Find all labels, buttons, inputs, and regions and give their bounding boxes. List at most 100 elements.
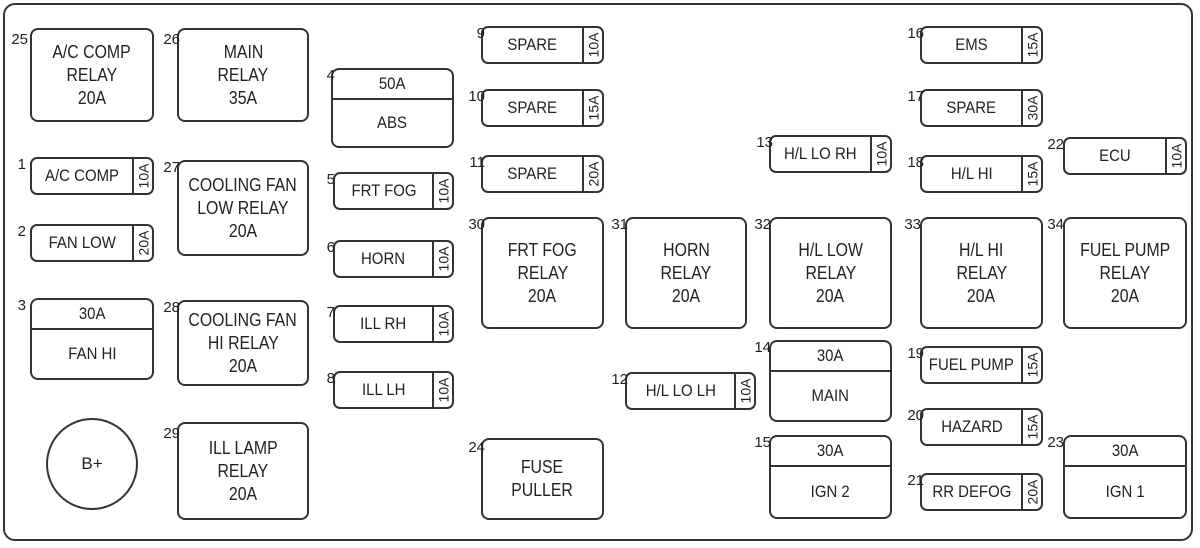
position-number: 29	[163, 425, 180, 442]
fuse-rating-text: 20A	[1024, 479, 1041, 505]
relay-text-line: 20A	[228, 220, 258, 241]
fuse-rating-text: 10A	[135, 163, 152, 189]
position-number: 4	[326, 67, 335, 84]
position-number: 16	[907, 25, 924, 42]
relay-text-line: ILL LAMP	[208, 437, 278, 458]
maxi-fuse-label-text: ABS	[377, 113, 408, 132]
fuse-rating: 10A	[132, 159, 152, 193]
relay-text-line: COOLING FAN	[188, 309, 298, 330]
relay-text-line: HI RELAY	[207, 332, 279, 353]
fuse-rating: 10A	[582, 28, 602, 62]
position-number: 24	[468, 439, 485, 456]
position-number: 19	[907, 345, 924, 362]
fuse-rating-text: 10A	[585, 32, 602, 58]
position-number: 8	[326, 370, 335, 387]
fuse-rating-text: 15A	[585, 95, 602, 121]
maxi-fuse-rating: 50A	[333, 70, 452, 100]
maxi-fuse-rating: 30A	[771, 437, 890, 467]
relay-text-line: 20A	[528, 285, 557, 306]
fuse-label: ECU	[1065, 139, 1165, 173]
position-number: 9	[476, 25, 485, 42]
fuse-label-text: A/C COMP	[45, 166, 119, 185]
position-number: 25	[11, 31, 28, 48]
fuse-label: H/L HI	[922, 157, 1021, 191]
fuse-rating-text: 20A	[585, 161, 602, 187]
fuse-rating-text: 10A	[435, 311, 452, 337]
maxi-fuse-rating-text: 30A	[1111, 441, 1139, 460]
maxi-fuse-label: IGN 2	[771, 467, 890, 517]
fuse-label-text: SPARE	[507, 164, 558, 183]
position-number: 14	[754, 339, 771, 356]
battery-terminal-label: B+	[81, 454, 103, 473]
fuse-rating: 10A	[432, 373, 452, 407]
fuse-rating: 15A	[1021, 348, 1041, 382]
fuse-label: SPARE	[922, 91, 1021, 125]
mini-fuse-21: RR DEFOG 20A	[920, 473, 1043, 511]
fuse-label-text: RR DEFOG	[932, 482, 1011, 501]
position-number: 22	[1047, 136, 1064, 153]
position-number: 23	[1047, 434, 1064, 451]
position-number: 30	[468, 216, 485, 233]
maxi-fuse-rating-text: 30A	[817, 346, 844, 365]
fuse-rating: 20A	[582, 157, 602, 191]
fuse-label: RR DEFOG	[922, 475, 1021, 509]
fuse-label-text: ECU	[1099, 146, 1131, 165]
fuse-label-text: SPARE	[507, 98, 558, 117]
relay-text-line: 20A	[967, 285, 996, 306]
fuse-label-text: EMS	[955, 35, 988, 54]
fuse-rating: 10A	[432, 174, 452, 208]
fuse-rating-text: 10A	[435, 377, 452, 403]
relay-text-line: RELAY	[217, 460, 269, 481]
maxi-fuse-rating: 30A	[1065, 437, 1185, 467]
position-number: 1	[17, 156, 26, 173]
fuse-label: EMS	[922, 28, 1021, 62]
position-number: 34	[1047, 216, 1064, 233]
position-number: 11	[469, 154, 485, 171]
maxi-fuse-15: 30A IGN 2	[769, 435, 892, 519]
fuse-label: A/C COMP	[32, 159, 132, 193]
position-number: 10	[468, 88, 485, 105]
position-number: 28	[163, 299, 180, 316]
plain-text-line: FUSE	[521, 457, 564, 477]
maxi-fuse-label-text: IGN 2	[810, 482, 851, 501]
relay-text-line: 20A	[228, 483, 258, 504]
position-number: 13	[756, 134, 773, 151]
fuse-rating: 10A	[432, 242, 452, 276]
relay-text-line: A/C COMP	[52, 41, 132, 62]
fuse-label-text: HORN	[361, 249, 406, 268]
fuse-rating-text: 10A	[435, 246, 452, 272]
fuse-rating-text: 15A	[1024, 161, 1041, 187]
position-number: 6	[326, 239, 335, 256]
relay-text-line: RELAY	[66, 64, 118, 85]
fuse-label: HAZARD	[922, 410, 1021, 444]
maxi-fuse-rating-text: 30A	[78, 304, 106, 323]
position-number: 27	[163, 159, 180, 176]
relay-text-line: 20A	[671, 285, 701, 306]
mini-fuse-11: SPARE 20A	[481, 155, 604, 193]
maxi-fuse-label: IGN 1	[1065, 467, 1185, 517]
fuse-rating: 15A	[1021, 410, 1041, 444]
fuse-label: FAN LOW	[32, 226, 132, 260]
fuse-rating: 15A	[582, 91, 602, 125]
position-number: 18	[907, 154, 924, 171]
fuse-rating: 10A	[734, 374, 754, 408]
relay-text-line: RELAY	[805, 262, 856, 283]
